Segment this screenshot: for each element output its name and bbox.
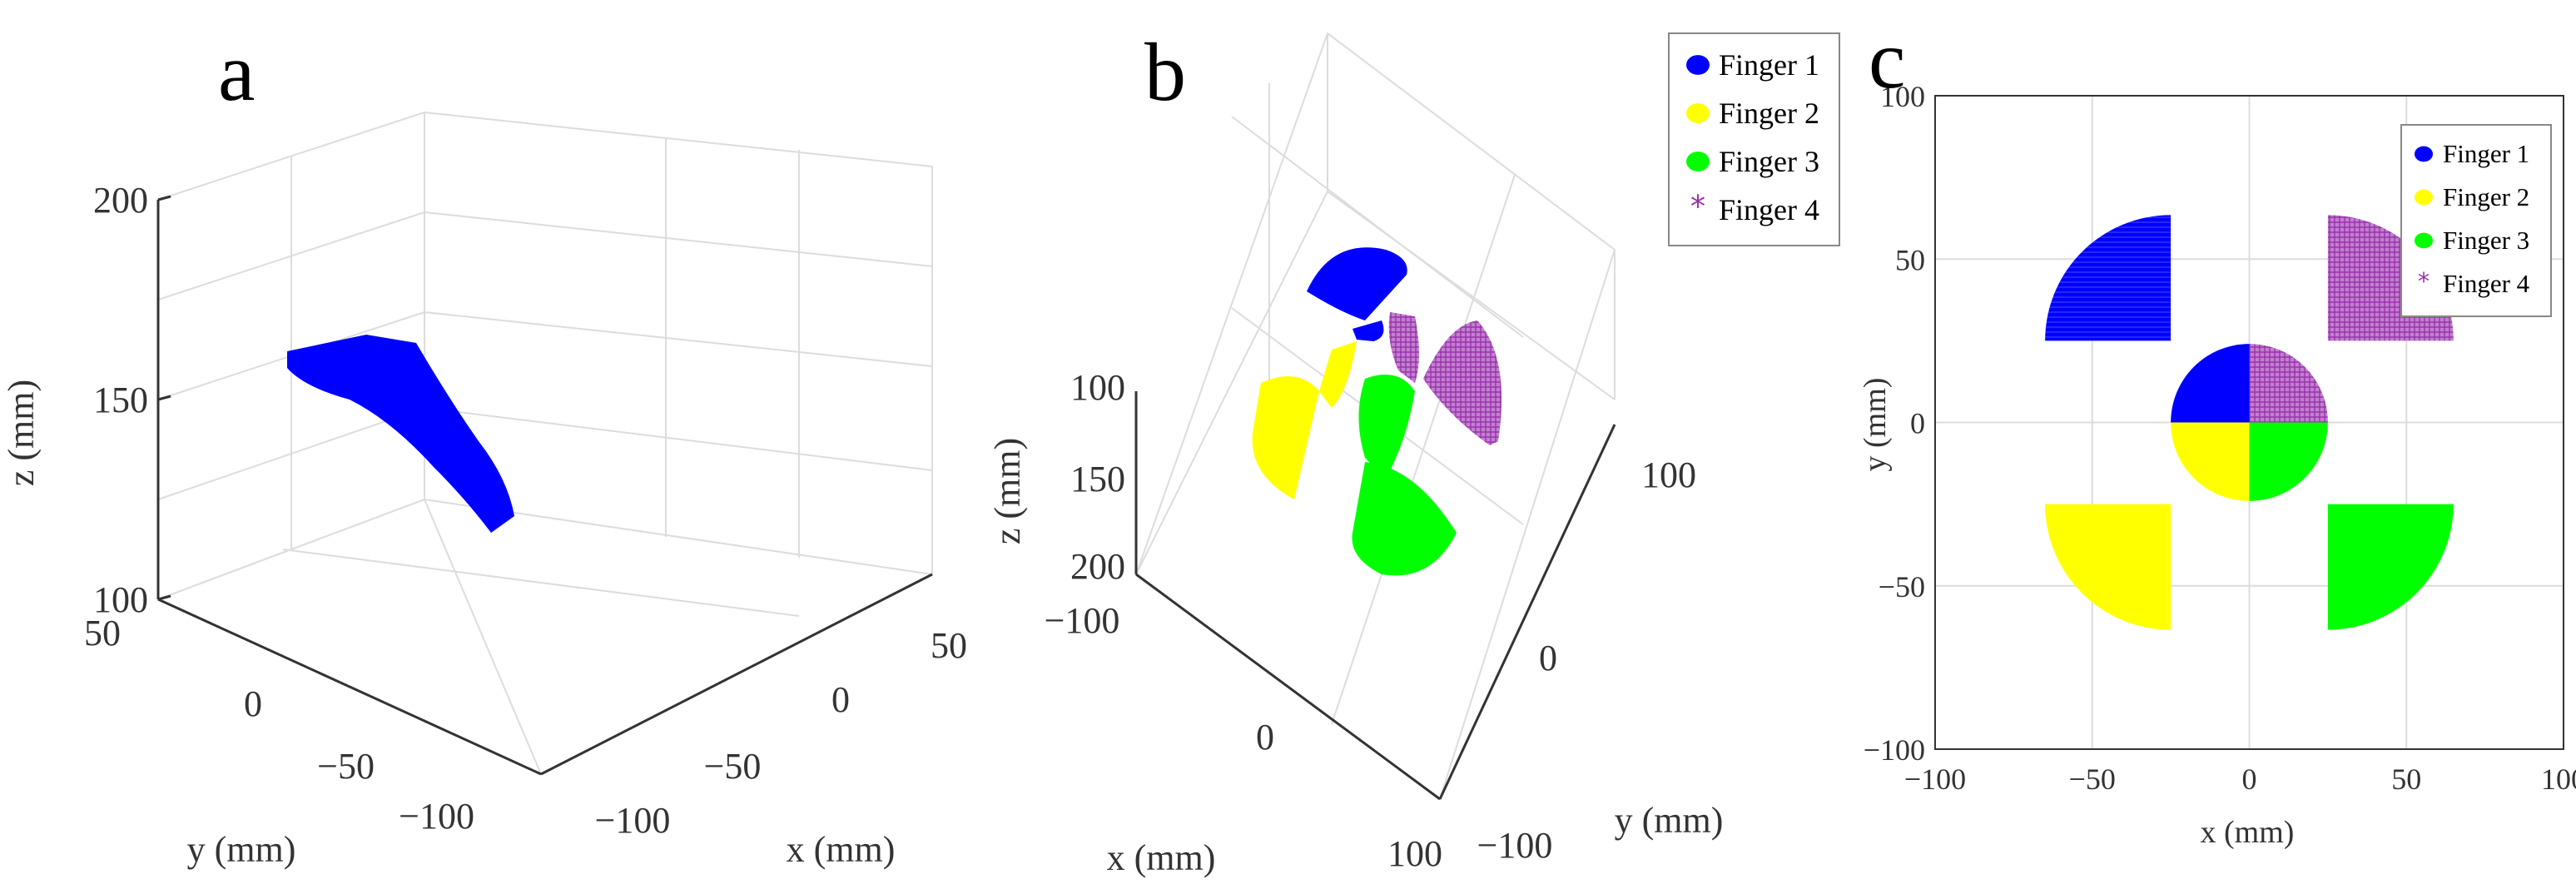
- panel-a: a 200 150 100 50 0 −50 −100 50 0 −50 −100 z (mm)…: [1, 26, 967, 870]
- panel-a-z-ticks: 200 150 100: [93, 180, 171, 620]
- panel-c-x-tick: 50: [2391, 762, 2421, 796]
- panel-c-axes-box: [1934, 95, 2564, 750]
- panel-a-x-tick: 50: [931, 625, 967, 666]
- panel-b-legend-label: Finger 4: [1719, 193, 1819, 226]
- panel-a-x-tick: −50: [704, 746, 762, 787]
- panel-b-x-ticks: −100 0 100: [1045, 600, 1442, 874]
- panel-a-x-ticks: 50 0 −50 −100: [595, 625, 967, 841]
- panel-b-ylabel: y (mm): [1615, 800, 1724, 841]
- panel-c-x-tick: −50: [2069, 762, 2116, 796]
- panel-b-xlabel: x (mm): [1107, 837, 1216, 878]
- panel-c-x-tick: −100: [1904, 762, 1966, 796]
- panel-c-xlabel: x (mm): [2201, 815, 2295, 850]
- panel-b-finger-2: [1252, 341, 1357, 499]
- panel-a-finger-surface: [287, 335, 514, 533]
- panel-b-legend: Finger 1 Finger 2 Finger 3 * Finger 4: [1668, 32, 1840, 246]
- panel-c-finger-1-region: [2045, 215, 2171, 341]
- legend-dot-icon: [2415, 189, 2433, 206]
- panel-a-y-tick: 0: [244, 683, 262, 724]
- panel-a-grid: [157, 111, 933, 775]
- panel-a-letter: a: [218, 26, 255, 118]
- panel-c-legend-label: Finger 2: [2443, 182, 2529, 211]
- panel-b-x-axis: [1135, 573, 1441, 801]
- legend-dot-icon: [1686, 55, 1710, 75]
- panel-b-legend-label: Finger 1: [1719, 48, 1819, 82]
- panel-b-z-tick: 100: [1070, 367, 1125, 408]
- panel-b-y-axis: [1438, 424, 1616, 800]
- panel-a-z-tick: 100: [93, 579, 148, 620]
- legend-dot-icon: [2415, 146, 2433, 162]
- panel-c-legend-label: Finger 1: [2443, 139, 2529, 168]
- panel-b-z-ticks: 100 150 200: [1070, 367, 1125, 587]
- panel-c-y-tick: −100: [1864, 733, 1925, 767]
- panel-b-y-tick: −100: [1477, 825, 1553, 866]
- panel-c: −100 −50 0 50 100 100 50 0 −50 −100 c y (mm) x (…: [1858, 13, 2576, 850]
- panel-c-legend-label: Finger 4: [2443, 269, 2530, 298]
- panel-b-letter: b: [1144, 26, 1186, 118]
- panel-c-ylabel: y (mm): [1858, 378, 1893, 472]
- panel-c-y-tick: 100: [1880, 80, 1925, 113]
- panel-c-finger-3-region: [2249, 422, 2328, 501]
- legend-star-icon: *: [1690, 188, 1705, 224]
- panel-b-z-tick: 150: [1070, 459, 1125, 499]
- panel-c-y-tick: 0: [1910, 407, 1925, 440]
- panel-b-x-tick: 100: [1387, 833, 1442, 874]
- panel-c-finger-2-region: [2045, 504, 2171, 630]
- panel-c-regions: [2045, 215, 2454, 630]
- panel-a-zlabel: z (mm): [1, 380, 42, 486]
- panel-a-z-tick: 150: [93, 380, 148, 420]
- panel-a-y-axis: [157, 598, 542, 776]
- panel-a-ylabel: y (mm): [187, 829, 296, 870]
- panel-b-legend-label: Finger 2: [1719, 97, 1819, 130]
- panel-c-finger-3-region: [2327, 504, 2454, 630]
- panel-a-xlabel: x (mm): [787, 829, 896, 870]
- panel-a-y-ticks: 50 0 −50 −100: [84, 613, 474, 837]
- panel-a-x-axis: [540, 573, 933, 776]
- panel-b-finger-3: [1352, 375, 1457, 576]
- panel-c-legend-label: Finger 3: [2443, 226, 2529, 255]
- panel-a-y-tick: −50: [317, 746, 375, 787]
- panel-c-letter: c: [1869, 13, 1905, 106]
- panel-b-y-ticks: 100 0 −100: [1477, 454, 1696, 866]
- panel-c-x-ticks: −100 −50 0 50 100: [1904, 762, 2576, 796]
- panel-b-y-tick: 0: [1539, 638, 1557, 678]
- panel-c-y-tick: −50: [1879, 570, 1925, 603]
- panel-b: b 100 150 200 −100 0 100 100 0 −100 z (mm) x (…: [987, 26, 1840, 878]
- panel-a-x-tick: 0: [831, 679, 850, 720]
- legend-dot-icon: [1686, 103, 1710, 123]
- legend-star-icon: *: [2418, 267, 2430, 296]
- panel-c-y-ticks: 100 50 0 −50 −100: [1864, 80, 1925, 767]
- panel-a-z-tick: 200: [93, 180, 148, 221]
- panel-b-x-tick: −100: [1045, 600, 1120, 641]
- panel-c-finger-4-region: [2249, 344, 2328, 423]
- panel-a-x-tick: −100: [595, 800, 671, 841]
- legend-dot-icon: [1686, 151, 1710, 171]
- panel-b-x-tick: 0: [1256, 717, 1274, 757]
- panel-c-finger-1-region: [2171, 344, 2250, 423]
- panel-b-z-tick: 200: [1070, 546, 1125, 587]
- panel-c-y-tick: 50: [1895, 243, 1925, 276]
- panel-b-finger-4: [1388, 312, 1502, 445]
- panel-c-legend: Finger 1 Finger 2 Finger 3 * Finger 4: [2400, 124, 2552, 317]
- panel-c-x-tick: 100: [2541, 762, 2576, 796]
- panel-c-finger-2-region: [2171, 422, 2250, 501]
- panel-a-y-tick: −100: [399, 796, 474, 837]
- panel-b-legend-label: Finger 3: [1719, 145, 1819, 178]
- legend-dot-icon: [2415, 232, 2433, 249]
- panel-c-x-tick: 0: [2242, 762, 2257, 796]
- panel-b-y-tick: 100: [1641, 454, 1696, 495]
- panel-b-finger-1: [1307, 247, 1407, 341]
- panel-a-y-tick: 50: [84, 613, 121, 653]
- panel-b-zlabel: z (mm): [987, 438, 1028, 544]
